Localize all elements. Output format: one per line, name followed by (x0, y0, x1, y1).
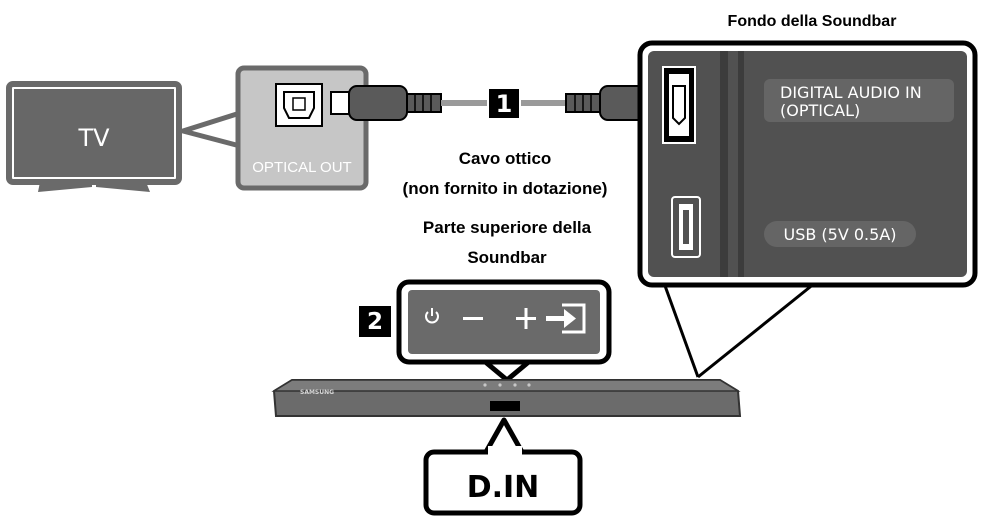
tv-stand-left (38, 182, 92, 192)
soundbar: SAMSUNG (271, 379, 742, 417)
digital-audio-in-line2: (OPTICAL) (780, 101, 860, 120)
minus-icon (463, 317, 483, 320)
tv-label: TV (77, 124, 110, 152)
step-1-badge: 1 (487, 87, 521, 120)
soundbar-brand: SAMSUNG (300, 389, 334, 396)
bottom-panel: DIGITAL AUDIO IN (OPTICAL) USB (5V 0.5A) (637, 40, 978, 288)
optical-out-label: OPTICAL OUT (252, 159, 351, 176)
usb-port-icon (671, 196, 701, 258)
tv: TV (6, 81, 182, 192)
step-2-badge: 2 (359, 306, 391, 337)
digital-audio-in-badge (764, 79, 954, 122)
optical-port-icon (275, 83, 323, 127)
panel-callout-line-right (697, 281, 816, 379)
display-callout: D.IN (423, 446, 583, 516)
cable-caption-line1: Cavo ottico (459, 149, 552, 168)
step-2-label: 2 (367, 309, 383, 335)
optical-port-icon (662, 66, 696, 144)
tv-stand-right (96, 182, 150, 192)
top-caption-line1: Parte superiore della (423, 218, 592, 237)
cable-caption-line2: (non fornito in dotazione) (403, 179, 608, 198)
tv-screen (14, 89, 174, 177)
optical-out-panel: OPTICAL OUT (235, 65, 369, 191)
digital-audio-in-line1: DIGITAL AUDIO IN (780, 83, 922, 102)
usb-label: USB (5V 0.5A) (783, 225, 896, 244)
bottom-panel-title: Fondo della Soundbar (728, 13, 897, 30)
soundbar-display-window (490, 401, 520, 411)
panel-callout-line-left (662, 282, 700, 378)
tv-callout-pointer (180, 110, 243, 149)
usb-badge (764, 221, 916, 247)
source-input-icon (546, 303, 586, 334)
power-icon (425, 308, 439, 324)
plus-icon (516, 308, 536, 329)
top-controls-panel (396, 279, 612, 365)
top-caption-line2: Soundbar (467, 248, 547, 267)
display-label: D.IN (467, 470, 540, 505)
step-1-label: 1 (496, 90, 513, 118)
